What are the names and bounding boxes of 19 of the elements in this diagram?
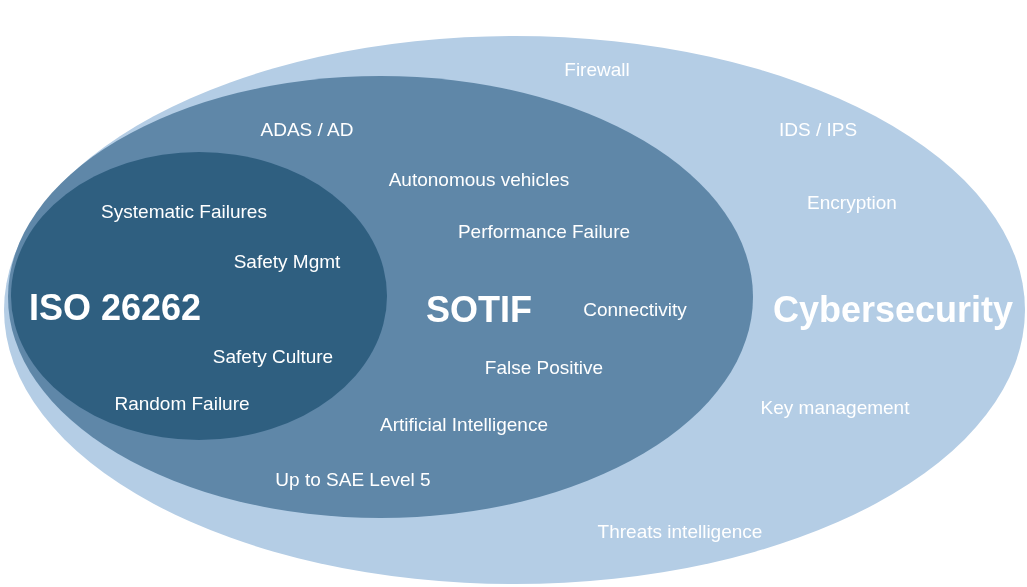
topic-label: Safety Mgmt [233,251,341,273]
topic-label: Firewall [564,59,630,81]
topic-label: Up to SAE Level 5 [275,469,431,491]
topic-label: IDS / IPS [778,119,858,141]
topic-label: Encryption [807,192,897,214]
topic-label: Systematic Failures [101,201,267,223]
topic-label: False Positive [484,357,604,379]
topic-label: Threats intelligence [597,521,763,543]
topic-label: Random Failure [114,393,250,415]
topic-label: Performance Failure [457,221,631,243]
region-title: Cybersecurity [772,289,1014,331]
topic-label: Safety Culture [212,346,334,368]
topic-label: ADAS / AD [260,119,354,141]
region-title: SOTIF [426,289,532,331]
region-title: ISO 26262 [28,287,202,329]
topic-label: Connectivity [583,299,687,321]
topic-label: Artificial Intelligence [380,414,548,436]
topic-label: Autonomous vehicles [388,169,570,191]
topic-label: Key management [760,397,910,419]
